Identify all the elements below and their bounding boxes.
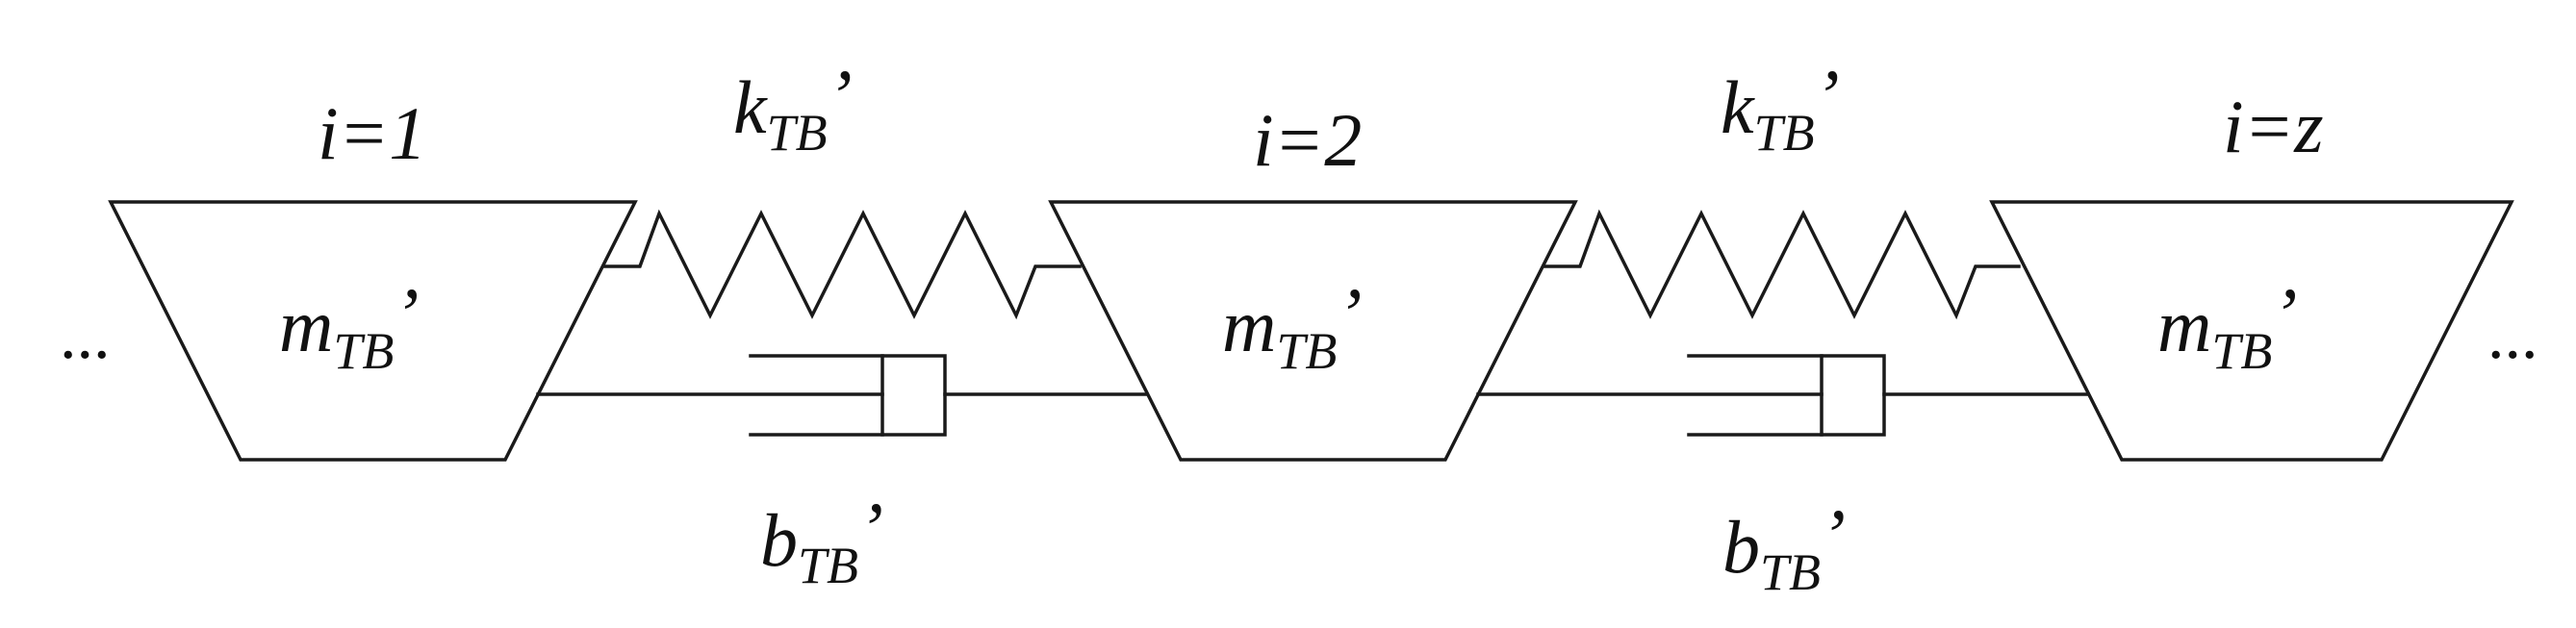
spring-2-label: kTB’ [1721,54,1840,162]
mass-3-index-label: i=z [2223,85,2324,168]
mass-3-label: mTB’ [2157,272,2297,380]
spring-1-label: kTB’ [733,54,853,162]
mass-block-3 [1989,200,2514,462]
mass-2-index-label: i=2 [1253,98,1362,182]
spring-2 [1543,209,2021,320]
damper-1-label: bTB’ [760,487,883,594]
mass-block-1 [108,200,638,462]
mass-2-label: mTB’ [1222,272,1362,380]
ellipsis-right: ... [2487,299,2538,373]
ellipsis-left: ... [60,299,111,373]
mass-1-index-label: i=1 [318,91,426,175]
mass-1-label: mTB’ [279,272,419,380]
spring-1 [603,209,1082,320]
damper-2-label: bTB’ [1722,493,1846,601]
mass-block-2 [1048,200,1578,462]
damper-1 [536,354,1149,437]
damper-2 [1476,354,2090,437]
